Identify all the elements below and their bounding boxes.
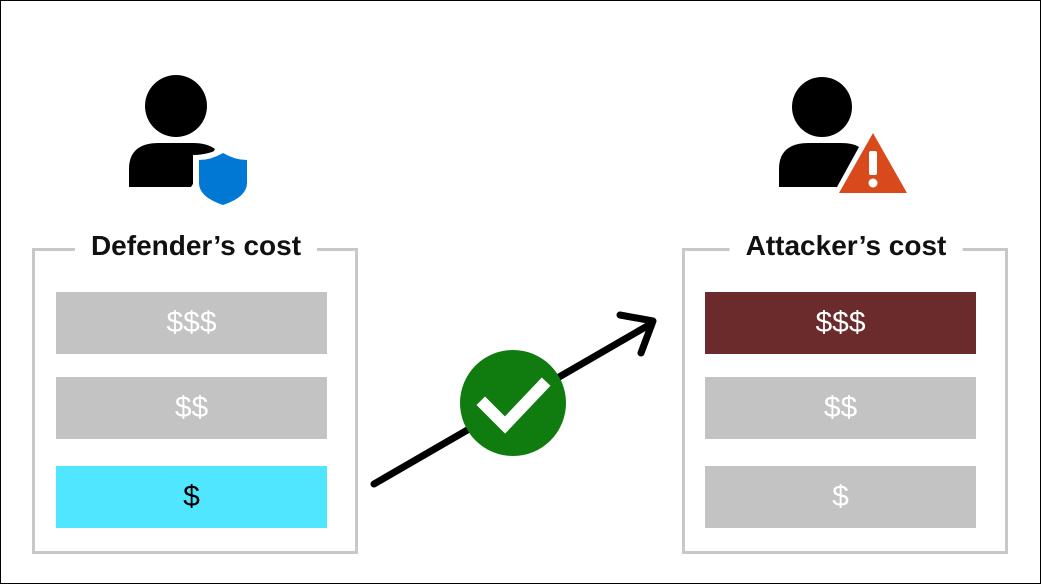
shield-icon [199, 153, 247, 205]
defender-tier-high: $$$ [56, 292, 327, 354]
defender-tier-medium: $$ [56, 377, 327, 439]
attacker-tier-medium: $$ [705, 377, 976, 439]
attacker-tier-low: $ [705, 466, 976, 528]
defender-tier-low: $ [56, 466, 327, 528]
defender-title: Defender’s cost [74, 229, 318, 263]
user-warning-icon [779, 77, 911, 197]
user-shield-icon [129, 75, 253, 211]
defender-panel: Defender’s cost [32, 229, 358, 554]
attacker-tier-high: $$$ [705, 292, 976, 354]
attacker-title: Attacker’s cost [729, 229, 963, 263]
attacker-panel: Attacker’s cost [682, 229, 1008, 554]
check-circle-icon [460, 350, 566, 456]
